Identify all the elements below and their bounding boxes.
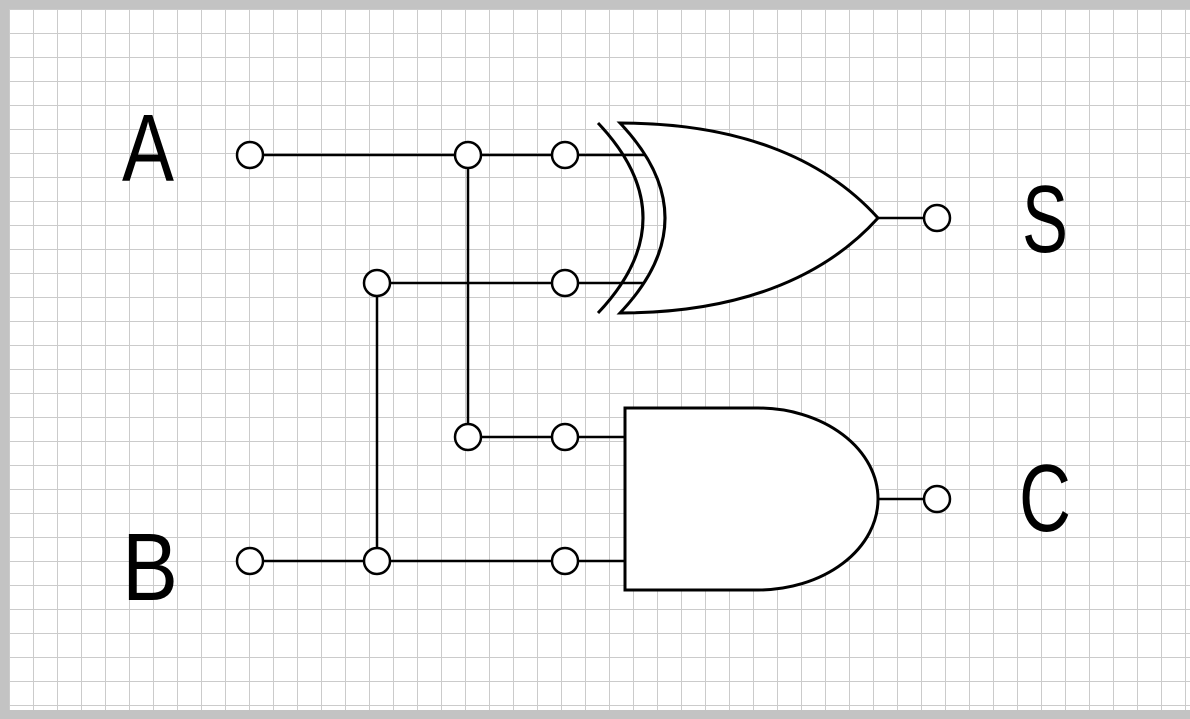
and-gate[interactable] [623,406,880,592]
junction-node[interactable] [550,268,580,298]
xor-gate-body[interactable] [616,121,881,315]
junction-node[interactable] [550,546,580,576]
input-label-b: B [122,514,178,621]
canvas-edge-bottom [0,710,1190,719]
xor-gate-input-arc [596,121,645,315]
output-label-s: S [1022,166,1068,273]
output-terminal-c[interactable] [922,484,952,514]
junction-node[interactable] [550,422,580,452]
junction-node[interactable] [550,140,580,170]
terminals [235,140,952,576]
canvas-edge-left [0,0,9,719]
xor-gate[interactable] [596,121,881,315]
output-terminal-s[interactable] [922,203,952,233]
input-label-a: A [122,95,174,202]
canvas-edge-top [0,0,1190,9]
input-terminal-a[interactable] [235,140,265,170]
junctions [362,140,580,576]
junction-node[interactable] [453,140,483,170]
junction-node[interactable] [453,422,483,452]
output-label-c: C [1019,445,1071,552]
junction-node[interactable] [362,546,392,576]
junction-node[interactable] [362,268,392,298]
input-terminal-b[interactable] [235,546,265,576]
